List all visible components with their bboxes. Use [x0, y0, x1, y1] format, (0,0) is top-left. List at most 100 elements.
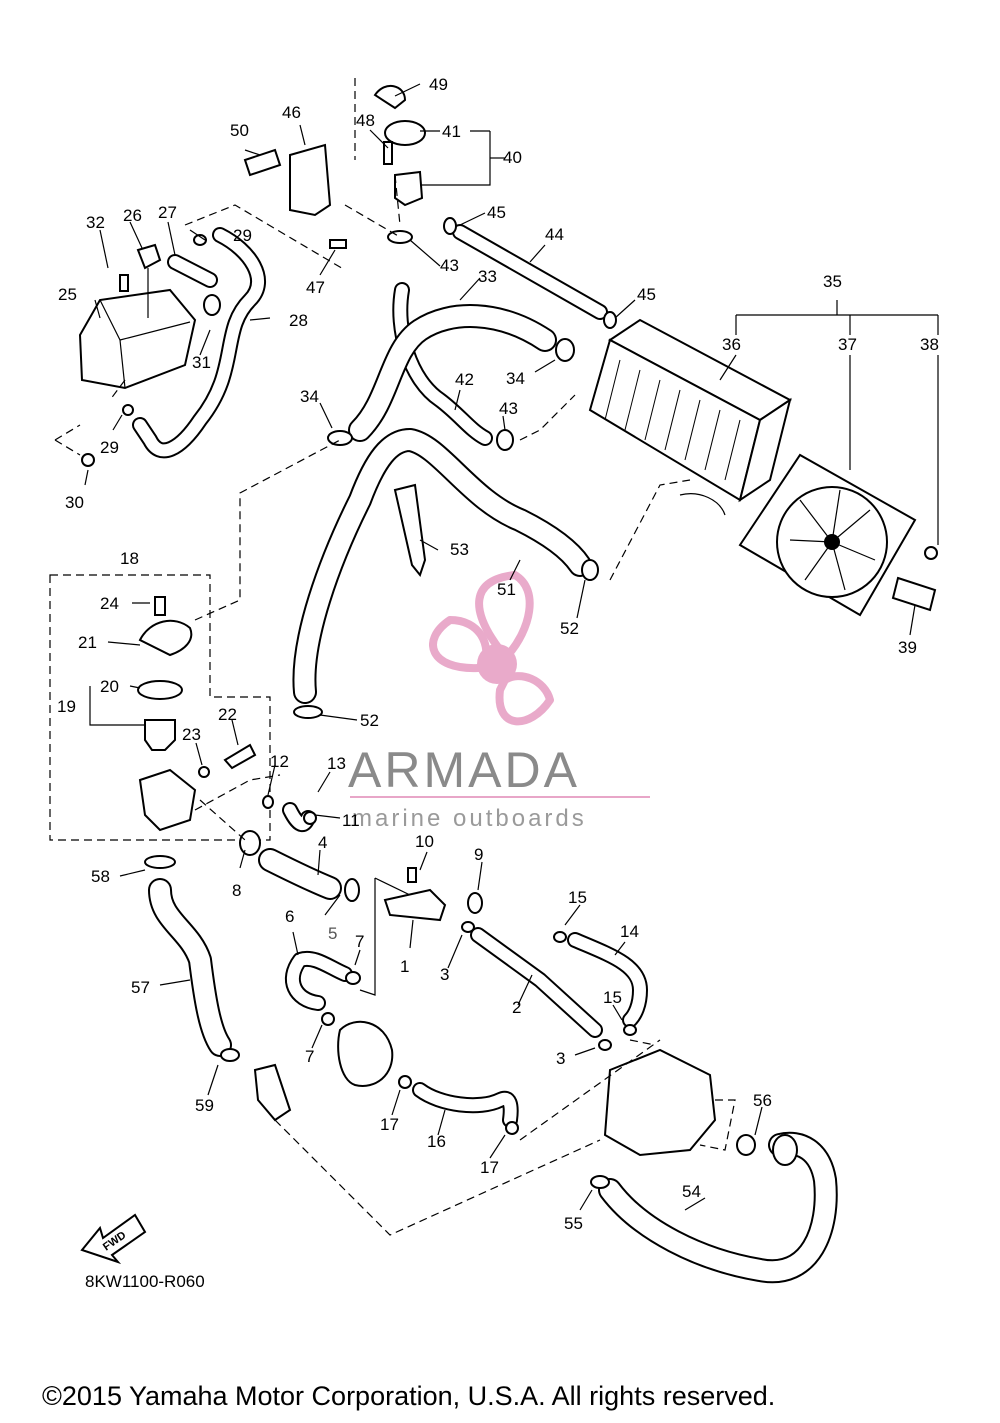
bolts	[119, 141, 417, 883]
callout-22: 22	[218, 705, 237, 724]
filler-neck	[394, 170, 424, 207]
callout-29: 29	[233, 226, 252, 245]
callout-36: 36	[722, 335, 741, 354]
water-pump-cover	[337, 1020, 394, 1087]
callout-41: 41	[442, 122, 461, 141]
callout-28: 28	[289, 311, 308, 330]
pipe-59	[253, 1063, 292, 1122]
clamp-49	[373, 85, 407, 110]
temp-sensor	[223, 743, 257, 770]
thermostat-cover	[138, 619, 193, 657]
callout-15: 15	[568, 888, 587, 907]
hose-28	[132, 227, 266, 459]
watermark-brand: ARMADA	[348, 742, 580, 798]
callout-15b: 15	[603, 988, 622, 1007]
callout-11: 11	[342, 811, 360, 830]
callout-2: 2	[512, 998, 521, 1017]
washer-23	[198, 766, 210, 778]
callout-5: 5	[328, 924, 337, 943]
callout-39: 39	[898, 638, 917, 657]
tie-53	[393, 483, 427, 578]
callout-31: 31	[192, 353, 211, 372]
hose-33	[348, 304, 557, 442]
hose-54	[598, 1131, 838, 1284]
callout-48: 48	[356, 111, 375, 130]
water-pump	[603, 1048, 717, 1157]
watermark-tagline: marine outboards	[352, 805, 587, 832]
callout-17: 17	[380, 1115, 399, 1134]
fwd-arrow: FWD	[80, 1213, 147, 1265]
callout-43b: 43	[499, 399, 518, 418]
hose-4	[258, 848, 342, 900]
radiator-fan	[738, 453, 917, 617]
callout-8: 8	[232, 881, 241, 900]
callout-45: 45	[487, 203, 506, 222]
callout-24: 24	[100, 594, 119, 613]
callout-50: 50	[230, 121, 249, 140]
callout-52b: 52	[360, 711, 379, 730]
hose-end-56	[772, 1134, 798, 1166]
callout-42: 42	[455, 370, 474, 389]
callout-52: 52	[560, 619, 579, 638]
thermostat-housing	[138, 768, 197, 832]
callout-27: 27	[158, 203, 177, 222]
callout-46: 46	[282, 103, 301, 122]
leader-lines	[84, 83, 939, 1211]
callout-21: 21	[78, 633, 97, 652]
copyright-notice: ©2015 Yamaha Motor Corporation, U.S.A. A…	[42, 1381, 775, 1411]
callout-6: 6	[285, 907, 294, 926]
callout-26: 26	[123, 206, 142, 225]
thermostat	[144, 719, 176, 751]
callout-57: 57	[131, 978, 150, 997]
callout-34b: 34	[506, 369, 525, 388]
reservoir-tank	[78, 288, 197, 390]
hose-6	[284, 950, 353, 1011]
callout-30: 30	[65, 493, 84, 512]
callout-47: 47	[306, 278, 325, 297]
callout-49: 49	[429, 75, 448, 94]
callout-1: 1	[400, 957, 409, 976]
callout-18: 18	[120, 549, 139, 568]
callout-35: 35	[823, 272, 842, 291]
callout-7b: 7	[305, 1047, 314, 1066]
connection-lines	[54, 78, 736, 1236]
hose-clamps	[122, 217, 756, 1189]
callout-12: 12	[270, 752, 289, 771]
pipe-2	[470, 927, 603, 1038]
callout-40: 40	[503, 148, 522, 167]
callout-58: 58	[91, 867, 110, 886]
callout-7: 7	[355, 932, 364, 951]
callout-43: 43	[440, 256, 459, 275]
oring-9	[467, 892, 483, 914]
callout-55: 55	[564, 1214, 583, 1233]
callout-32: 32	[86, 213, 105, 232]
fitting-1	[383, 888, 447, 922]
radiator-cap	[384, 120, 426, 146]
callout-17b: 17	[480, 1158, 499, 1177]
diagram-code: 8KW1100-R060	[85, 1272, 205, 1291]
callout-9: 9	[474, 845, 483, 864]
callout-54: 54	[682, 1182, 701, 1201]
callout-59: 59	[195, 1096, 214, 1115]
reservoir-cap	[136, 243, 162, 270]
callout-16: 16	[427, 1132, 446, 1151]
screw-38	[924, 546, 938, 560]
hose-51	[292, 428, 592, 704]
callout-3b: 3	[556, 1049, 565, 1068]
callout-53: 53	[450, 540, 469, 559]
hose-14	[567, 932, 648, 1028]
callout-10: 10	[415, 832, 434, 851]
clip-50	[243, 148, 282, 177]
callout-25: 25	[58, 285, 77, 304]
callout-labels: 1 2 3 3 4 5 6 7 7 8 9 10 11 12 13 14 15 …	[57, 75, 939, 1233]
watermark-logo	[429, 571, 554, 726]
callout-4: 4	[318, 833, 327, 852]
hose-16	[412, 1082, 519, 1128]
callout-29b: 29	[100, 438, 119, 457]
callout-3: 3	[440, 965, 449, 984]
radiator	[588, 318, 792, 516]
callout-33: 33	[478, 267, 497, 286]
gasket-20	[137, 680, 183, 700]
callout-51: 51	[497, 580, 516, 599]
hose-27	[167, 254, 218, 288]
